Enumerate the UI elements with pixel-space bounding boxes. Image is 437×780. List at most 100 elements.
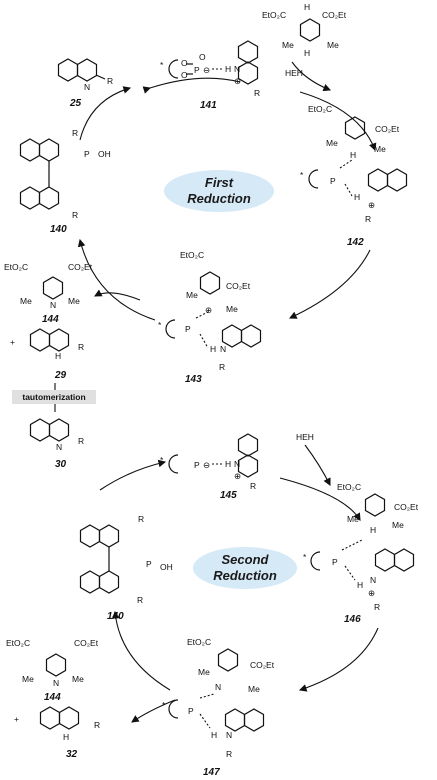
label-29-nh: H <box>55 351 61 361</box>
label-141-star: * <box>160 60 164 70</box>
label-143-co2et: CO₂Et <box>226 281 251 291</box>
structure-145 <box>168 433 259 478</box>
label-plus-top: + <box>10 337 15 347</box>
label-146-co2et: CO₂Et <box>394 502 419 512</box>
structure-142-phosphate <box>308 159 408 197</box>
second-reduction-ellipse <box>193 547 297 589</box>
arc-146-to-147 <box>298 627 379 692</box>
structure-30 <box>29 418 70 442</box>
label-145-h: H <box>225 459 231 469</box>
label-25-n: N <box>84 82 90 92</box>
structure-146-dihydropyridine <box>364 493 386 517</box>
structure-heh-top <box>299 18 321 42</box>
label-144t-me1: Me <box>20 296 32 306</box>
structure-141 <box>168 40 259 85</box>
label-147-h: H <box>211 730 217 740</box>
label-144t-co2et: CO₂Et <box>68 262 93 272</box>
label-141-o1: O <box>181 58 188 68</box>
second-reduction-line1: Second <box>222 552 270 567</box>
label-146-nh: H <box>370 525 376 535</box>
label-140t-p: P <box>84 149 90 159</box>
label-143-h: H <box>210 344 216 354</box>
structure-144-bottom <box>45 653 67 677</box>
label-142-co2et: CO₂Et <box>375 124 400 134</box>
compound-25: 25 <box>69 98 82 109</box>
label-142-me1: Me <box>326 138 338 148</box>
label-heh-top-h: H <box>304 48 310 58</box>
label-144b-me1: Me <box>22 674 34 684</box>
structure-29 <box>29 328 70 352</box>
label-143-eto2c: EtO₂C <box>180 250 204 260</box>
label-heh-bottom: HEH <box>296 432 314 442</box>
compound-144-top: 144 <box>42 314 59 325</box>
arc-heh-bottom <box>304 444 331 486</box>
label-146-n: N <box>370 575 376 585</box>
label-147-me1: Me <box>198 667 210 677</box>
label-144b-n: N <box>53 678 59 688</box>
structure-144-top <box>42 276 64 300</box>
arc-25-to-141 <box>142 77 241 94</box>
label-heh-top-me1: Me <box>282 40 294 50</box>
label-heh-top-me2: Me <box>327 40 339 50</box>
label-141-o2: O <box>181 70 188 80</box>
label-heh-top-hh: H <box>304 2 310 12</box>
label-144b-co2et: CO₂Et <box>74 638 99 648</box>
label-142-p: P <box>330 176 336 186</box>
label-plus-bottom: + <box>14 714 19 724</box>
label-142-r: R <box>365 214 371 224</box>
label-146-cation: ⊕ <box>368 588 375 598</box>
label-140b-r1: R <box>138 514 144 524</box>
first-reduction-ellipse <box>164 170 274 212</box>
structure-146-phosphate <box>310 539 415 581</box>
label-143-n: N <box>220 344 226 354</box>
arc-143-to-140 <box>77 238 156 321</box>
label-145-n: N <box>234 459 240 469</box>
label-140t-r1: R <box>72 128 78 138</box>
label-30-n: N <box>56 442 62 452</box>
label-143-r: R <box>219 362 225 372</box>
label-147-n: N <box>226 730 232 740</box>
label-140t-r2: R <box>72 210 78 220</box>
structure-32 <box>39 706 80 730</box>
label-heh-top-co2et: CO₂Et <box>322 10 347 20</box>
compound-29: 29 <box>54 370 67 381</box>
label-142-nh: H <box>350 150 356 160</box>
label-146-h: H <box>357 580 363 590</box>
arc-30-to-145 <box>99 459 167 491</box>
label-143-me1: Me <box>186 290 198 300</box>
label-142-h: H <box>354 192 360 202</box>
label-147-star: * <box>162 700 166 710</box>
compound-146: 146 <box>344 614 361 625</box>
label-144b-eto2c: EtO₂C <box>6 638 30 648</box>
arc-release-144-bottom <box>131 699 176 723</box>
second-reduction-line2: Reduction <box>213 568 277 583</box>
structure-143-pyridinium <box>199 271 221 295</box>
label-144t-me2: Me <box>68 296 80 306</box>
structure-147-pyridinium <box>217 648 239 672</box>
label-140b-p: P <box>146 559 152 569</box>
label-143-star: * <box>158 320 162 330</box>
label-30-r: R <box>78 436 84 446</box>
label-145-cation: ⊕ <box>234 471 241 481</box>
compound-145: 145 <box>220 490 237 501</box>
label-140b-r2: R <box>137 595 143 605</box>
label-146-star: * <box>303 552 307 562</box>
label-141-cation: ⊕ <box>234 76 241 86</box>
arc-141-to-142 <box>299 91 377 152</box>
compound-140-bottom: 140 <box>107 611 124 622</box>
label-143-p: P <box>185 324 191 334</box>
label-146-eto2c: EtO₂C <box>337 482 361 492</box>
label-32-r: R <box>94 720 100 730</box>
label-147-n: N <box>215 682 221 692</box>
compound-30: 30 <box>55 459 67 470</box>
label-141-p: P <box>194 65 200 75</box>
label-141-n: N <box>234 64 240 74</box>
compound-140-top: 140 <box>50 224 67 235</box>
label-142-eto2c: EtO₂C <box>308 104 332 114</box>
label-142-star: * <box>300 170 304 180</box>
label-145-p: P <box>194 460 200 470</box>
label-143-me2: Me <box>226 304 238 314</box>
label-141-minus: ⊖ <box>203 65 210 75</box>
label-147-p: P <box>188 706 194 716</box>
